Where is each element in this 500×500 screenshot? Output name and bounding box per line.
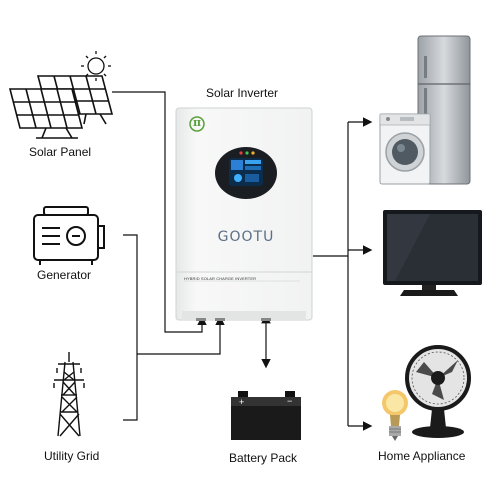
- fan-icon: [405, 345, 471, 438]
- refrigerator-icon: [417, 35, 471, 185]
- inverter-display: [215, 147, 277, 199]
- inverter-logo-icon: [189, 116, 205, 132]
- battery-icon: [231, 391, 301, 440]
- ac-input-connector: [137, 315, 225, 355]
- home-appliance-label: Home Appliance: [378, 449, 466, 463]
- battery-terminal-negative: −: [287, 396, 293, 406]
- washing-machine-icon: [379, 113, 431, 185]
- battery-pack-label: Battery Pack: [229, 451, 298, 465]
- television-icon: [383, 210, 482, 296]
- solar-panel-icon: [8, 75, 114, 139]
- inverter-model-text: HYBRID SOLAR CHARGE INVERTER: [184, 276, 257, 281]
- diagram-title: Solar Inverter: [206, 86, 279, 100]
- solar-panel-label: Solar Panel: [29, 145, 92, 159]
- utility-grid-label: Utility Grid: [44, 449, 100, 463]
- solar-panel-connector: [112, 91, 207, 333]
- inverter-unit: [175, 107, 313, 321]
- battery-terminal-positive: +: [239, 397, 245, 407]
- inverter-logo-symbol: π: [193, 116, 202, 129]
- inverter-brand: GOOTU: [217, 229, 275, 245]
- light-bulb-icon: [382, 390, 408, 441]
- connection-lines: [112, 91, 373, 431]
- generator-grid-connector: [123, 234, 138, 421]
- transmission-tower-icon: [53, 352, 85, 437]
- generator-icon: [33, 206, 105, 265]
- generator-label: Generator: [37, 268, 92, 282]
